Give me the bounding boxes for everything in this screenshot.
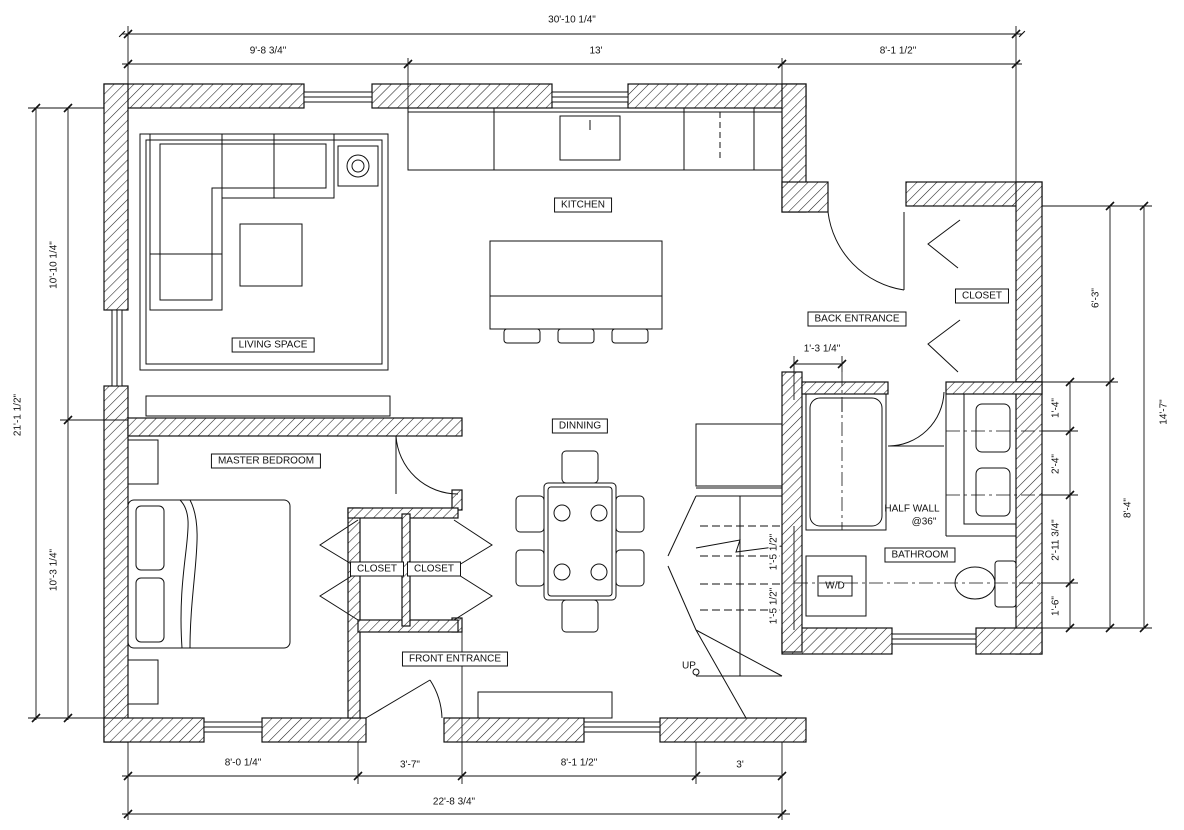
exterior-walls: [103, 83, 1043, 743]
center-lines: [794, 372, 1060, 584]
bedroom-furniture: [127, 439, 291, 705]
dining-set: [515, 450, 645, 633]
living-furniture: [139, 133, 389, 371]
kitchen-counters: [407, 107, 783, 171]
bathroom-fixtures: [805, 393, 1017, 617]
dimension-lines: [28, 26, 1152, 820]
windows: [111, 91, 977, 733]
closet-doors: [319, 219, 961, 621]
staircase: [667, 487, 783, 719]
dimension-ticks: [31, 29, 1149, 819]
entry-bench: [477, 691, 613, 719]
kitchen-island: [489, 240, 663, 344]
tv-console: [145, 395, 391, 417]
door-swings: [365, 211, 945, 719]
